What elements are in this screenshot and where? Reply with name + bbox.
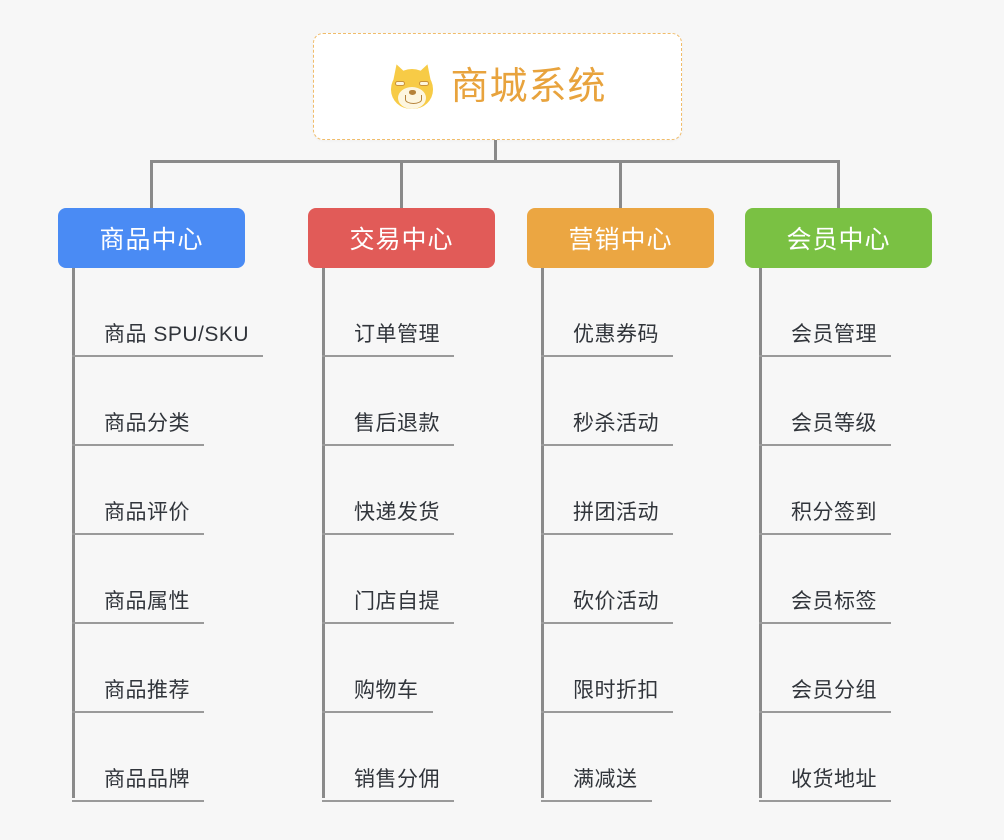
connector-drop-4 [837,160,840,210]
list-item[interactable]: 积分签到 [759,446,989,535]
list-item[interactable]: 购物车 [322,624,552,713]
list-item[interactable]: 商品 SPU/SKU [72,268,302,357]
category-header-trade[interactable]: 交易中心 [308,208,495,268]
shiba-dog-icon [388,61,437,111]
connector-horizontal-bus [150,160,840,163]
leaf-label: 商品分类 [104,412,190,435]
root-node-shop-system[interactable]: 商城系统 [313,33,682,140]
category-column-trade: 订单管理 售后退款 快递发货 门店自提 购物车 销售分佣 [322,268,552,802]
leaf-label: 销售分佣 [354,768,440,791]
leaf-label: 商品属性 [104,590,190,613]
category-column-member: 会员管理 会员等级 积分签到 会员标签 会员分组 收货地址 [759,268,989,802]
connector-root-stem [494,140,497,162]
leaf-label: 砍价活动 [573,590,659,613]
leaf-label: 会员管理 [791,323,877,346]
leaf-label: 购物车 [354,679,419,702]
list-item[interactable]: 商品属性 [72,535,302,624]
list-item[interactable]: 商品分类 [72,357,302,446]
leaf-label: 商品 SPU/SKU [104,323,250,346]
list-item[interactable]: 砍价活动 [541,535,771,624]
leaf-label: 门店自提 [354,590,440,613]
root-node-content: 商城系统 [388,61,607,111]
list-item[interactable]: 会员标签 [759,535,989,624]
category-header-member[interactable]: 会员中心 [745,208,932,268]
list-item[interactable]: 秒杀活动 [541,357,771,446]
list-item[interactable]: 收货地址 [759,713,989,802]
leaf-label: 商品评价 [104,501,190,524]
leaf-label: 限时折扣 [573,679,659,702]
list-item[interactable]: 订单管理 [322,268,552,357]
list-item[interactable]: 会员管理 [759,268,989,357]
list-item[interactable]: 门店自提 [322,535,552,624]
category-column-marketing: 优惠券码 秒杀活动 拼团活动 砍价活动 限时折扣 满减送 [541,268,771,802]
leaf-label: 会员标签 [791,590,877,613]
leaf-label: 快递发货 [354,501,440,524]
connector-drop-1 [150,160,153,210]
leaf-label: 秒杀活动 [573,412,659,435]
leaf-label: 商品品牌 [104,768,190,791]
connector-drop-3 [619,160,622,210]
list-item[interactable]: 优惠券码 [541,268,771,357]
list-item[interactable]: 商品评价 [72,446,302,535]
list-item[interactable]: 限时折扣 [541,624,771,713]
list-item[interactable]: 快递发货 [322,446,552,535]
list-item[interactable]: 商品推荐 [72,624,302,713]
category-header-label: 营销中心 [568,226,673,254]
category-header-product[interactable]: 商品中心 [58,208,245,268]
leaf-label: 收货地址 [791,768,877,791]
list-item[interactable]: 商品品牌 [72,713,302,802]
leaf-label: 积分签到 [791,501,877,524]
leaf-label: 优惠券码 [573,323,659,346]
leaf-label: 订单管理 [354,323,440,346]
root-node-title: 商城系统 [450,65,607,108]
list-item[interactable]: 销售分佣 [322,713,552,802]
list-item[interactable]: 售后退款 [322,357,552,446]
leaf-label: 拼团活动 [573,501,659,524]
leaf-label: 会员等级 [791,412,877,435]
list-item[interactable]: 会员等级 [759,357,989,446]
leaf-label: 售后退款 [354,412,440,435]
leaf-label: 商品推荐 [104,679,190,702]
category-header-label: 交易中心 [349,226,454,254]
category-header-label: 会员中心 [786,226,891,254]
list-item[interactable]: 满减送 [541,713,771,802]
category-header-label: 商品中心 [99,226,204,254]
connector-drop-2 [400,160,403,210]
list-item[interactable]: 会员分组 [759,624,989,713]
category-header-marketing[interactable]: 营销中心 [527,208,714,268]
category-column-product: 商品 SPU/SKU 商品分类 商品评价 商品属性 商品推荐 商品品牌 [72,268,302,802]
list-item[interactable]: 拼团活动 [541,446,771,535]
leaf-label: 满减送 [573,768,638,791]
leaf-label: 会员分组 [791,679,877,702]
